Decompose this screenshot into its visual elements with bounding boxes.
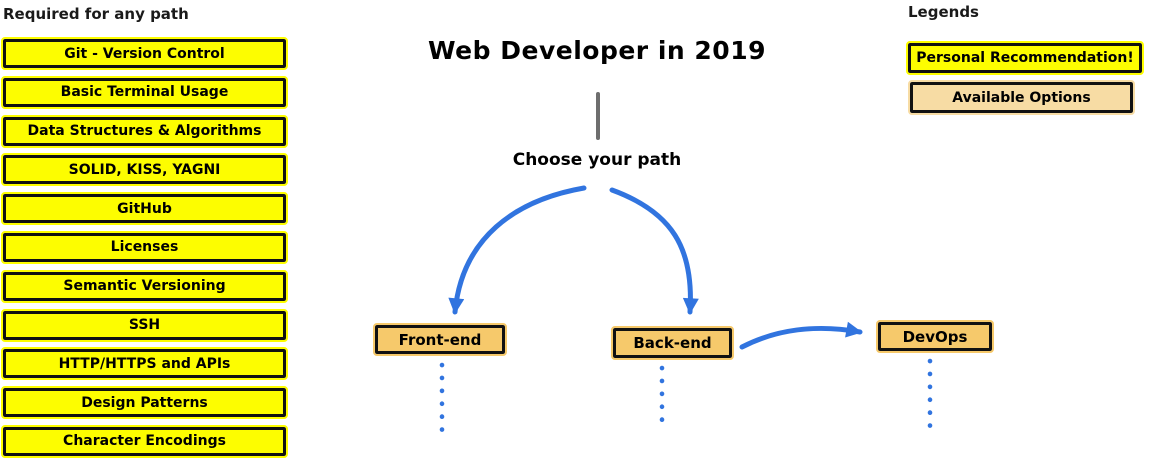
- node-semantic-versioning[interactable]: Semantic Versioning: [1, 269, 288, 303]
- node-ssh[interactable]: SSH: [1, 308, 288, 342]
- arrow-to-backend-icon: [609, 187, 699, 315]
- required-section-heading: Required for any path: [3, 5, 189, 23]
- node-github[interactable]: GitHub: [1, 192, 288, 226]
- node-design-patterns[interactable]: Design Patterns: [1, 386, 288, 420]
- arrow-to-frontend-icon: [448, 185, 587, 315]
- node-devops[interactable]: DevOps: [876, 320, 994, 353]
- node-character-encodings[interactable]: Character Encodings: [1, 424, 288, 458]
- legend-available-options: Available Options: [908, 80, 1135, 115]
- choose-path-label: Choose your path: [512, 150, 682, 170]
- title-connector-line: [596, 92, 600, 140]
- node-licenses[interactable]: Licenses: [1, 230, 288, 264]
- node-backend[interactable]: Back-end: [611, 326, 734, 360]
- legend-personal-recommendation: Personal Recommendation!: [906, 41, 1144, 75]
- node-basic-terminal-usage[interactable]: Basic Terminal Usage: [1, 75, 288, 109]
- legends-section-heading: Legends: [908, 3, 979, 21]
- node-solid-kiss-yagni[interactable]: SOLID, KISS, YAGNI: [1, 153, 288, 187]
- node-frontend[interactable]: Front-end: [373, 323, 507, 356]
- arrow-backend-to-devops-icon: [739, 321, 863, 350]
- node-data-structures-algorithms[interactable]: Data Structures & Algorithms: [1, 114, 288, 148]
- required-topics-list: Git - Version Control Basic Terminal Usa…: [1, 37, 288, 466]
- page-title: Web Developer in 2019: [428, 36, 766, 65]
- node-http-https-apis[interactable]: HTTP/HTTPS and APIs: [1, 347, 288, 381]
- node-git-version-control[interactable]: Git - Version Control: [1, 37, 288, 70]
